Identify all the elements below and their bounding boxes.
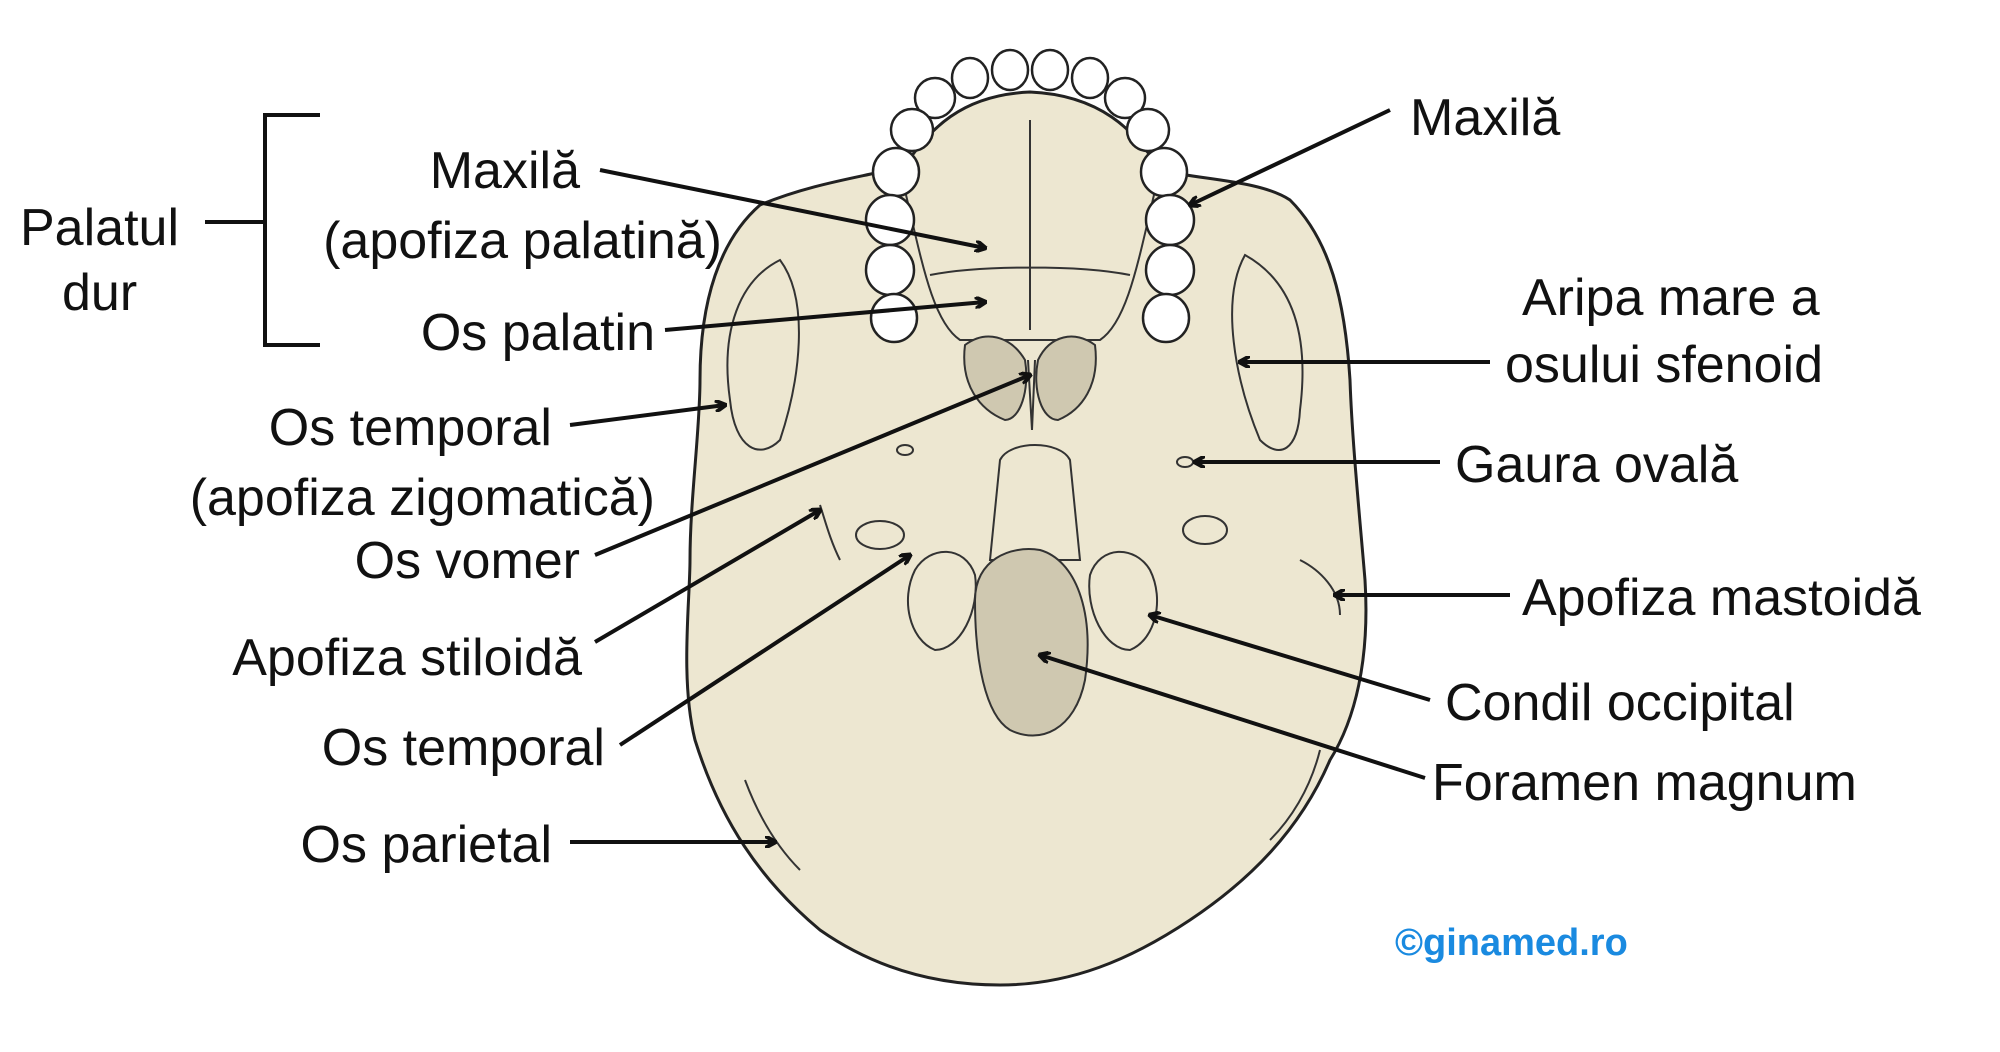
arrow-os-temporal-zig: [569, 405, 725, 427]
label-os-temporal: Os temporal: [322, 719, 605, 777]
right-choana: [1035, 335, 1097, 422]
arrow-os-temporal: [618, 555, 910, 747]
teeth-right: [1103, 76, 1196, 344]
arrow-os-vomer: [594, 375, 1030, 557]
left-choana: [963, 335, 1028, 422]
label-os-palatin: Os palatin: [421, 304, 655, 362]
label-apofiza-mastoida: Apofiza mastoidă: [1522, 569, 1921, 627]
label-maxila-right: Maxilă: [1410, 89, 1560, 147]
palate-outline: [899, 169, 1161, 341]
label-os-temporal-zig-2: (apofiza zigomatică): [190, 469, 655, 527]
palatul-dur-bracket: [205, 113, 320, 347]
foramen-magnum: [973, 548, 1089, 737]
teeth-left: [864, 76, 957, 344]
label-condil-occipital: Condil occipital: [1445, 674, 1795, 732]
label-foramen-magnum: Foramen magnum: [1432, 754, 1857, 812]
mastoid-process: [1299, 559, 1341, 616]
label-os-temporal-zig-1: Os temporal: [269, 399, 552, 457]
skull-illustration: [685, 48, 1368, 987]
left-ear-opening: [855, 520, 905, 550]
label-maxila-left-1: Maxilă: [430, 142, 580, 200]
label-maxila-left-2: (apofiza palatină): [323, 212, 722, 270]
foramen-ovale-left: [896, 444, 914, 456]
arrow-maxila-right: [1190, 108, 1391, 205]
teeth-front: [950, 48, 1110, 100]
label-apofiza-stiloida: Apofiza stiloidă: [232, 629, 582, 687]
labels: Palatul dur Maxilă (apofiza palatină) Os…: [20, 89, 1921, 964]
label-gaura-ovala: Gaura ovală: [1455, 436, 1738, 494]
palate-suture: [929, 120, 1131, 330]
parietal-suture: [744, 749, 1321, 871]
right-zygomatic-arch: [1231, 253, 1304, 451]
left-zygomatic-arch: [726, 258, 800, 451]
label-os-parietal: Os parietal: [301, 816, 552, 874]
arrow-apofiza-stiloida: [593, 510, 820, 644]
arrow-os-palatin: [664, 302, 985, 332]
left-condyle: [907, 550, 977, 652]
basi-occiput: [988, 444, 1082, 561]
label-aripa-mare-1: Aripa mare a: [1522, 269, 1820, 327]
arrow-maxila-left: [599, 168, 985, 248]
leader-lines: [569, 108, 1510, 842]
label-aripa-mare-2: osului sfenoid: [1505, 336, 1823, 394]
label-palatul-dur-1: Palatul: [20, 199, 179, 257]
label-palatul-dur-2: dur: [62, 264, 137, 322]
skull-outline: [685, 90, 1368, 987]
right-ear-opening: [1182, 515, 1228, 545]
arrow-foramen-magnum: [1040, 655, 1426, 780]
arrow-condil-occipital: [1150, 615, 1431, 702]
label-os-vomer: Os vomer: [355, 532, 580, 590]
credit-text: ©ginamed.ro: [1395, 922, 1628, 964]
